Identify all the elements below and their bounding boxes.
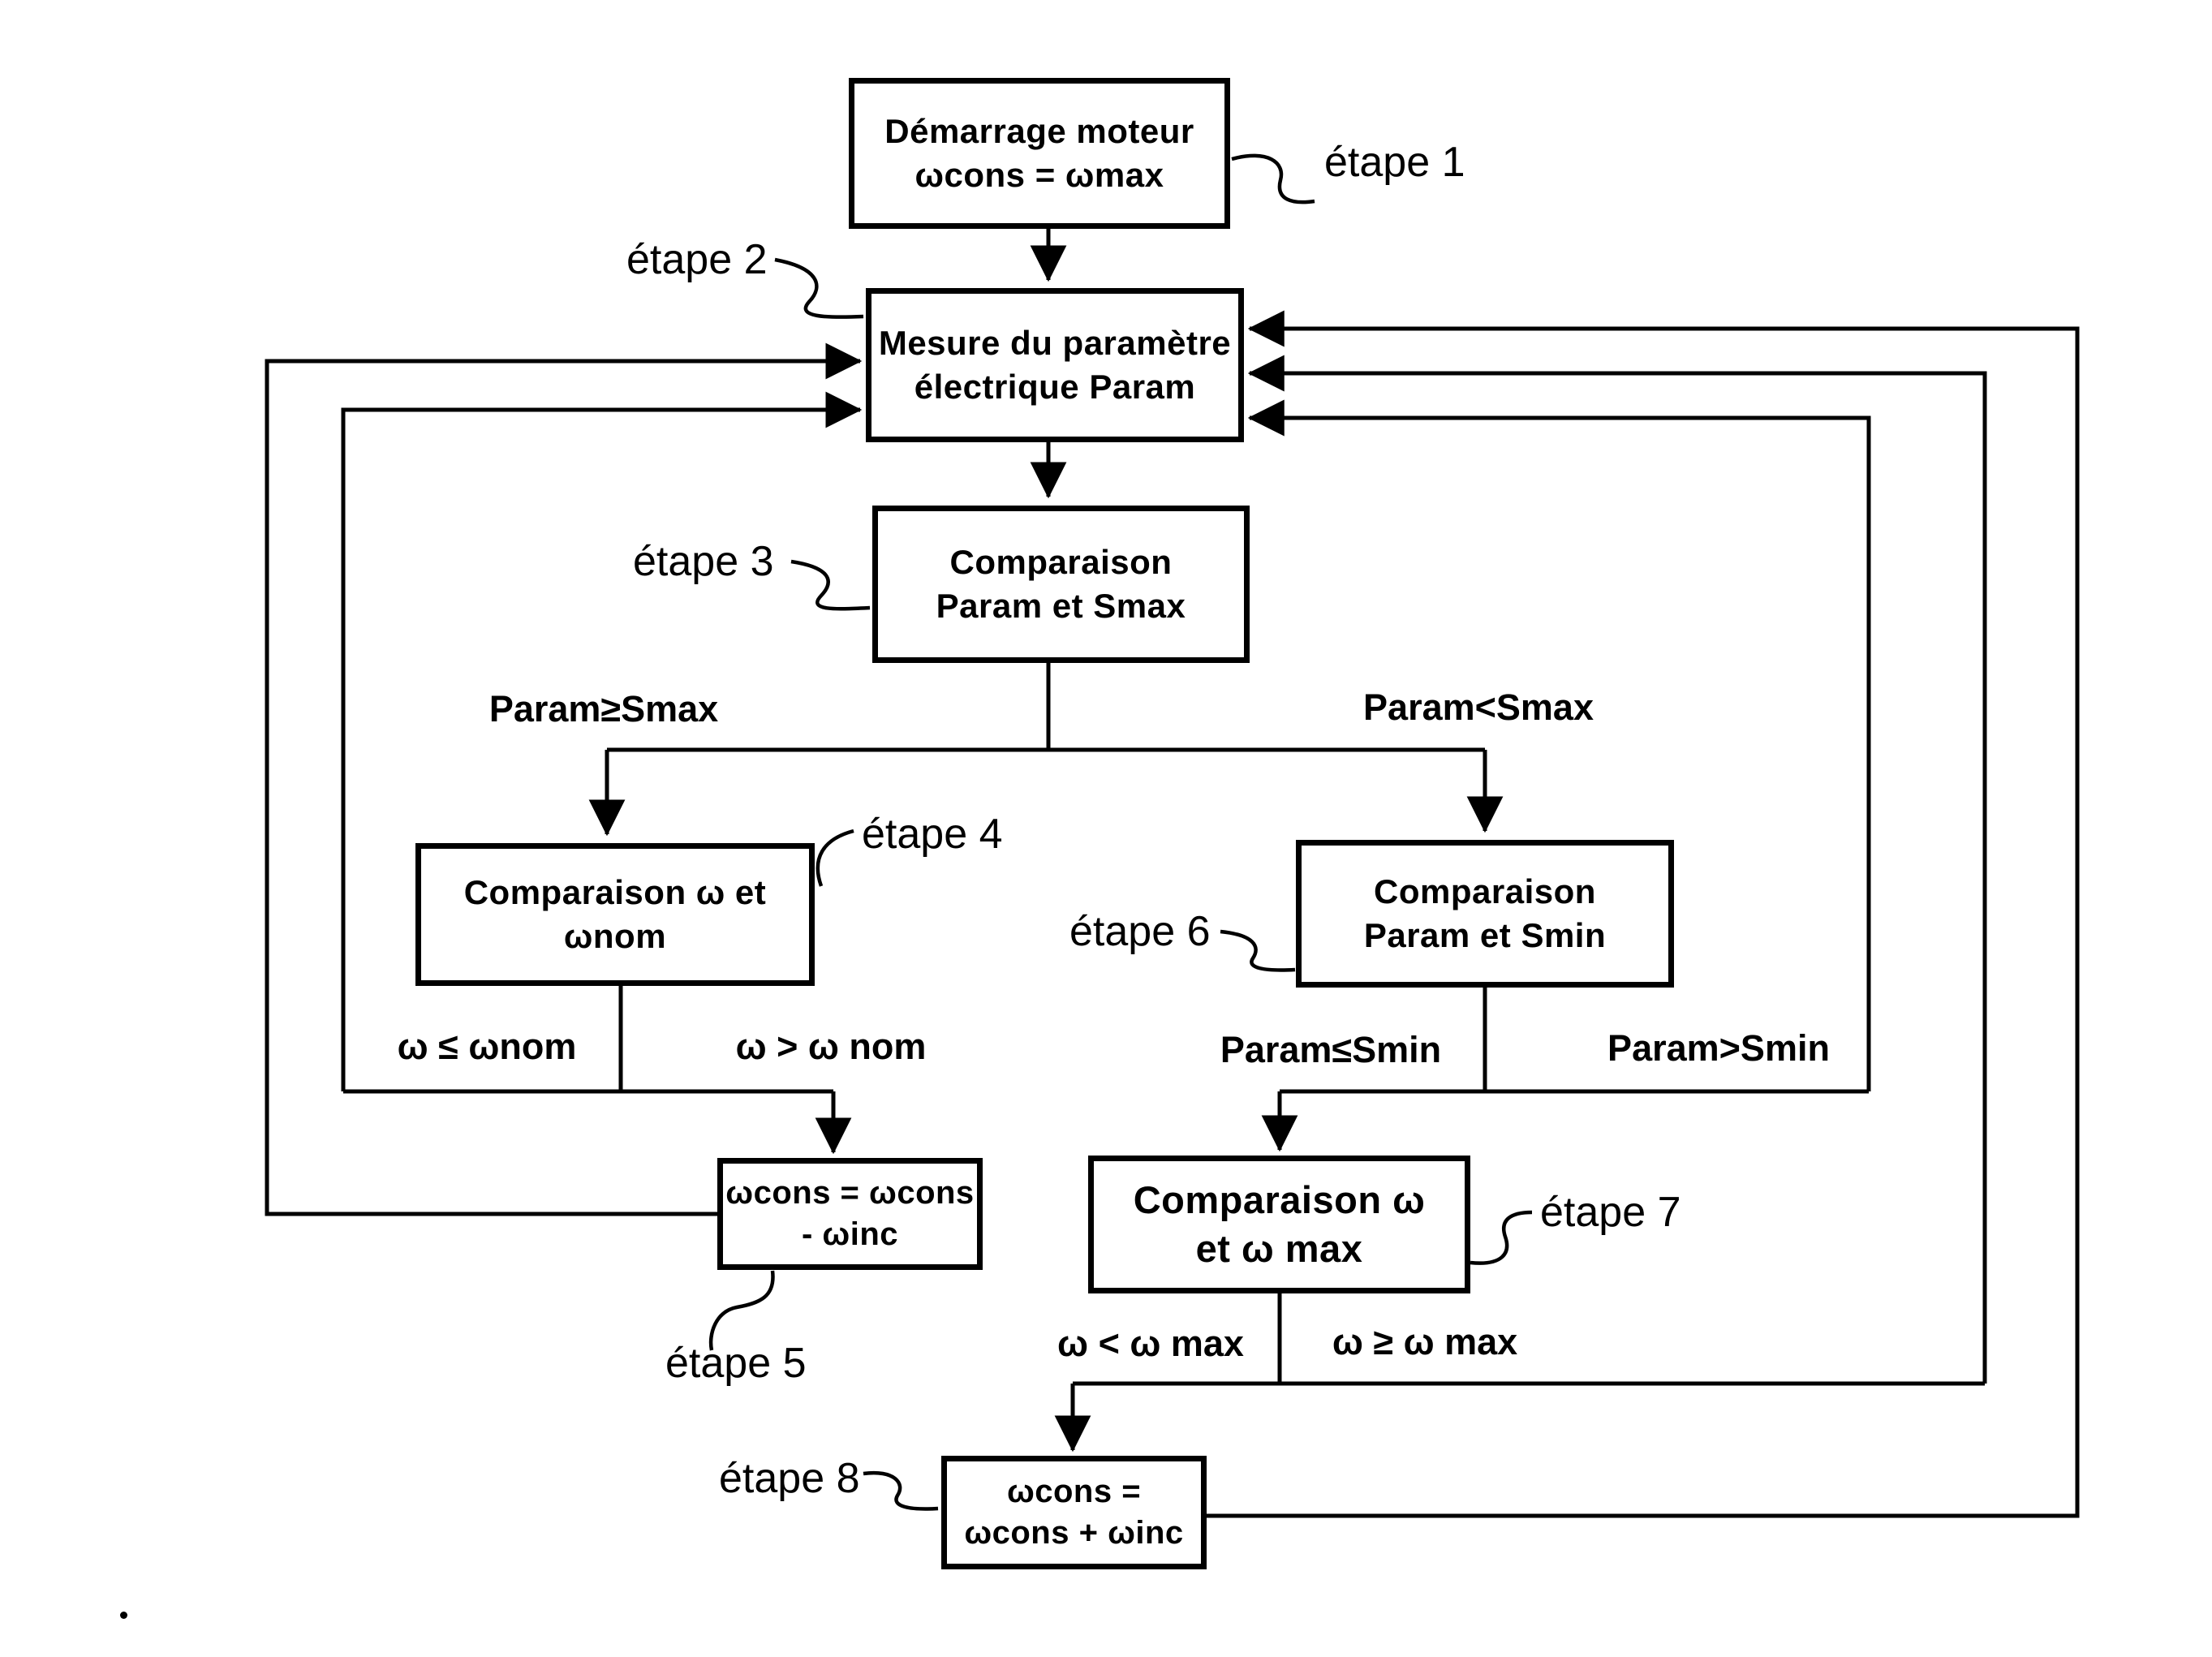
scan-speck	[120, 1612, 127, 1619]
connector-omega-ge-feedback	[1247, 355, 1987, 1384]
step-tag-6: étape 6	[1069, 908, 1211, 955]
step-tag-3: étape 3	[633, 538, 774, 585]
leader-step1	[1231, 153, 1315, 204]
node-step6-line1: Comparaison	[1374, 872, 1596, 911]
leader-step6	[1220, 929, 1296, 972]
connector-param-gt-smin-feedback	[1247, 399, 1871, 1091]
step-tag-4: étape 4	[862, 811, 1003, 858]
edge-label-omega-gt-omeganom: ω > ω nom	[735, 1026, 927, 1067]
node-step3-line2: Param et Smax	[936, 587, 1186, 625]
connector-step7-branch	[1073, 1293, 1985, 1386]
step-tag-7: étape 7	[1540, 1189, 1681, 1236]
node-step8-line2: ωcons + ωinc	[964, 1515, 1184, 1551]
connector-step3-split	[607, 663, 1485, 752]
leader-step2	[774, 257, 864, 319]
leader-step5	[708, 1270, 775, 1351]
step-tag-5: étape 5	[665, 1340, 807, 1387]
node-step5-line1: ωcons = ωcons	[725, 1174, 975, 1211]
step-tag-2: étape 2	[626, 236, 768, 283]
node-step5: ωcons = ωcons - ωinc	[717, 1158, 983, 1270]
node-step8-line1: ωcons =	[1006, 1473, 1142, 1509]
edge-label-omega-le-omeganom: ω ≤ ωnom	[397, 1026, 577, 1067]
node-step1-line2: ωcons = ωmax	[914, 156, 1164, 194]
edge-label-omega-ge-omegamax: ω ≥ ω max	[1332, 1321, 1518, 1362]
node-step7-line2: et ω max	[1195, 1227, 1363, 1270]
edge-label-param-lt-smax: Param<Smax	[1363, 686, 1594, 728]
leader-step7	[1470, 1210, 1533, 1265]
step-tag-8: étape 8	[719, 1455, 860, 1502]
node-step2-line2: électrique Param	[914, 368, 1196, 406]
edge-label-param-gt-smin: Param>Smin	[1607, 1027, 1830, 1069]
node-step3: Comparaison Param et Smax	[872, 506, 1250, 663]
leader-step3	[790, 559, 871, 611]
node-step6-line2: Param et Smin	[1363, 916, 1607, 954]
node-step2: Mesure du paramètre électrique Param	[866, 288, 1244, 442]
connector-step6-branch	[1280, 988, 1869, 1094]
edge-label-param-ge-smax: Param≥Smax	[488, 688, 719, 730]
connector-step8-feedback	[1207, 310, 2080, 1518]
connector-omega-le-feedback	[341, 391, 863, 1091]
connector-step5-feedback	[265, 342, 863, 1216]
node-step4-line2: ωnom	[563, 917, 667, 955]
node-step3-line1: Comparaison	[949, 543, 1173, 582]
node-step7: Comparaison ω et ω max	[1088, 1156, 1470, 1293]
node-step4-line1: Comparaison ω et	[463, 873, 767, 912]
node-step1: Démarrage moteur ωcons = ωmax	[849, 78, 1230, 229]
node-step5-line2: - ωinc	[801, 1216, 898, 1252]
edge-label-param-le-smin: Param≤Smin	[1220, 1029, 1442, 1070]
node-step4: Comparaison ω et ωnom	[415, 843, 815, 986]
step-tag-1: étape 1	[1324, 139, 1465, 186]
node-step7-line1: Comparaison ω	[1133, 1177, 1426, 1221]
node-step6: Comparaison Param et Smin	[1296, 840, 1674, 988]
node-step1-line1: Démarrage moteur	[884, 112, 1194, 151]
node-step2-line1: Mesure du paramètre	[878, 324, 1232, 363]
leader-step8	[863, 1470, 939, 1511]
edge-label-omega-lt-omegamax: ω < ω max	[1057, 1323, 1244, 1364]
leader-step4	[816, 828, 854, 887]
connector-step4-branch	[343, 986, 833, 1094]
node-step8: ωcons = ωcons + ωinc	[941, 1456, 1207, 1569]
